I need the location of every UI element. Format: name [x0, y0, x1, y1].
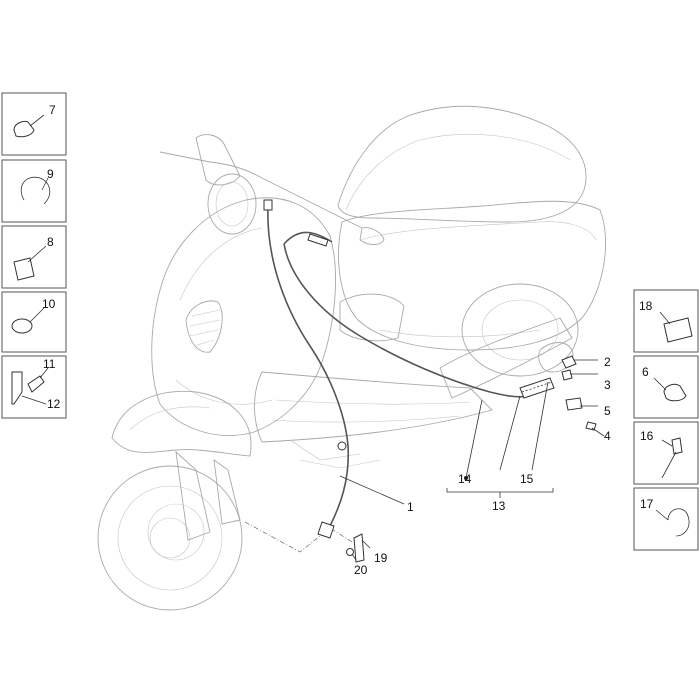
box-8: 8 — [1, 225, 67, 289]
callout-4: 4 — [604, 429, 611, 443]
box-11-12: 11 12 — [1, 355, 67, 419]
callout-18: 18 — [639, 299, 653, 313]
callout-2: 2 — [604, 355, 611, 369]
cable-end-parts — [561, 355, 597, 431]
box-17: 17 — [633, 487, 699, 551]
callout-5: 5 — [604, 404, 611, 418]
callout-3: 3 — [604, 378, 611, 392]
callout-19: 19 — [374, 551, 388, 565]
scooter-body — [97, 105, 606, 611]
callout-13: 13 — [492, 499, 506, 513]
leader-lines — [339, 359, 605, 561]
box-9: 9 — [1, 159, 67, 223]
box-10: 10 — [1, 291, 67, 353]
callout-10: 10 — [42, 297, 56, 311]
callout-1: 1 — [407, 500, 414, 514]
box-6: 6 — [633, 355, 699, 419]
callout-11: 11 — [43, 357, 56, 371]
callout-6: 6 — [642, 365, 649, 379]
speedometer-cable — [263, 199, 350, 539]
fastener-parts — [346, 533, 365, 563]
callout-7: 7 — [49, 103, 56, 117]
box-7: 7 — [1, 92, 67, 156]
callout-12: 12 — [47, 397, 61, 411]
box-18: 18 — [633, 289, 699, 353]
reference-lines — [244, 521, 353, 553]
callout-17: 17 — [640, 497, 654, 511]
callout-14: 14 — [458, 472, 472, 486]
callout-15: 15 — [520, 472, 534, 486]
callout-16: 16 — [640, 429, 654, 443]
brake-cable — [283, 231, 555, 399]
box-16: 16 — [633, 421, 699, 485]
callout-8: 8 — [47, 235, 54, 249]
callout-9: 9 — [47, 167, 54, 181]
callout-20: 20 — [354, 563, 368, 577]
